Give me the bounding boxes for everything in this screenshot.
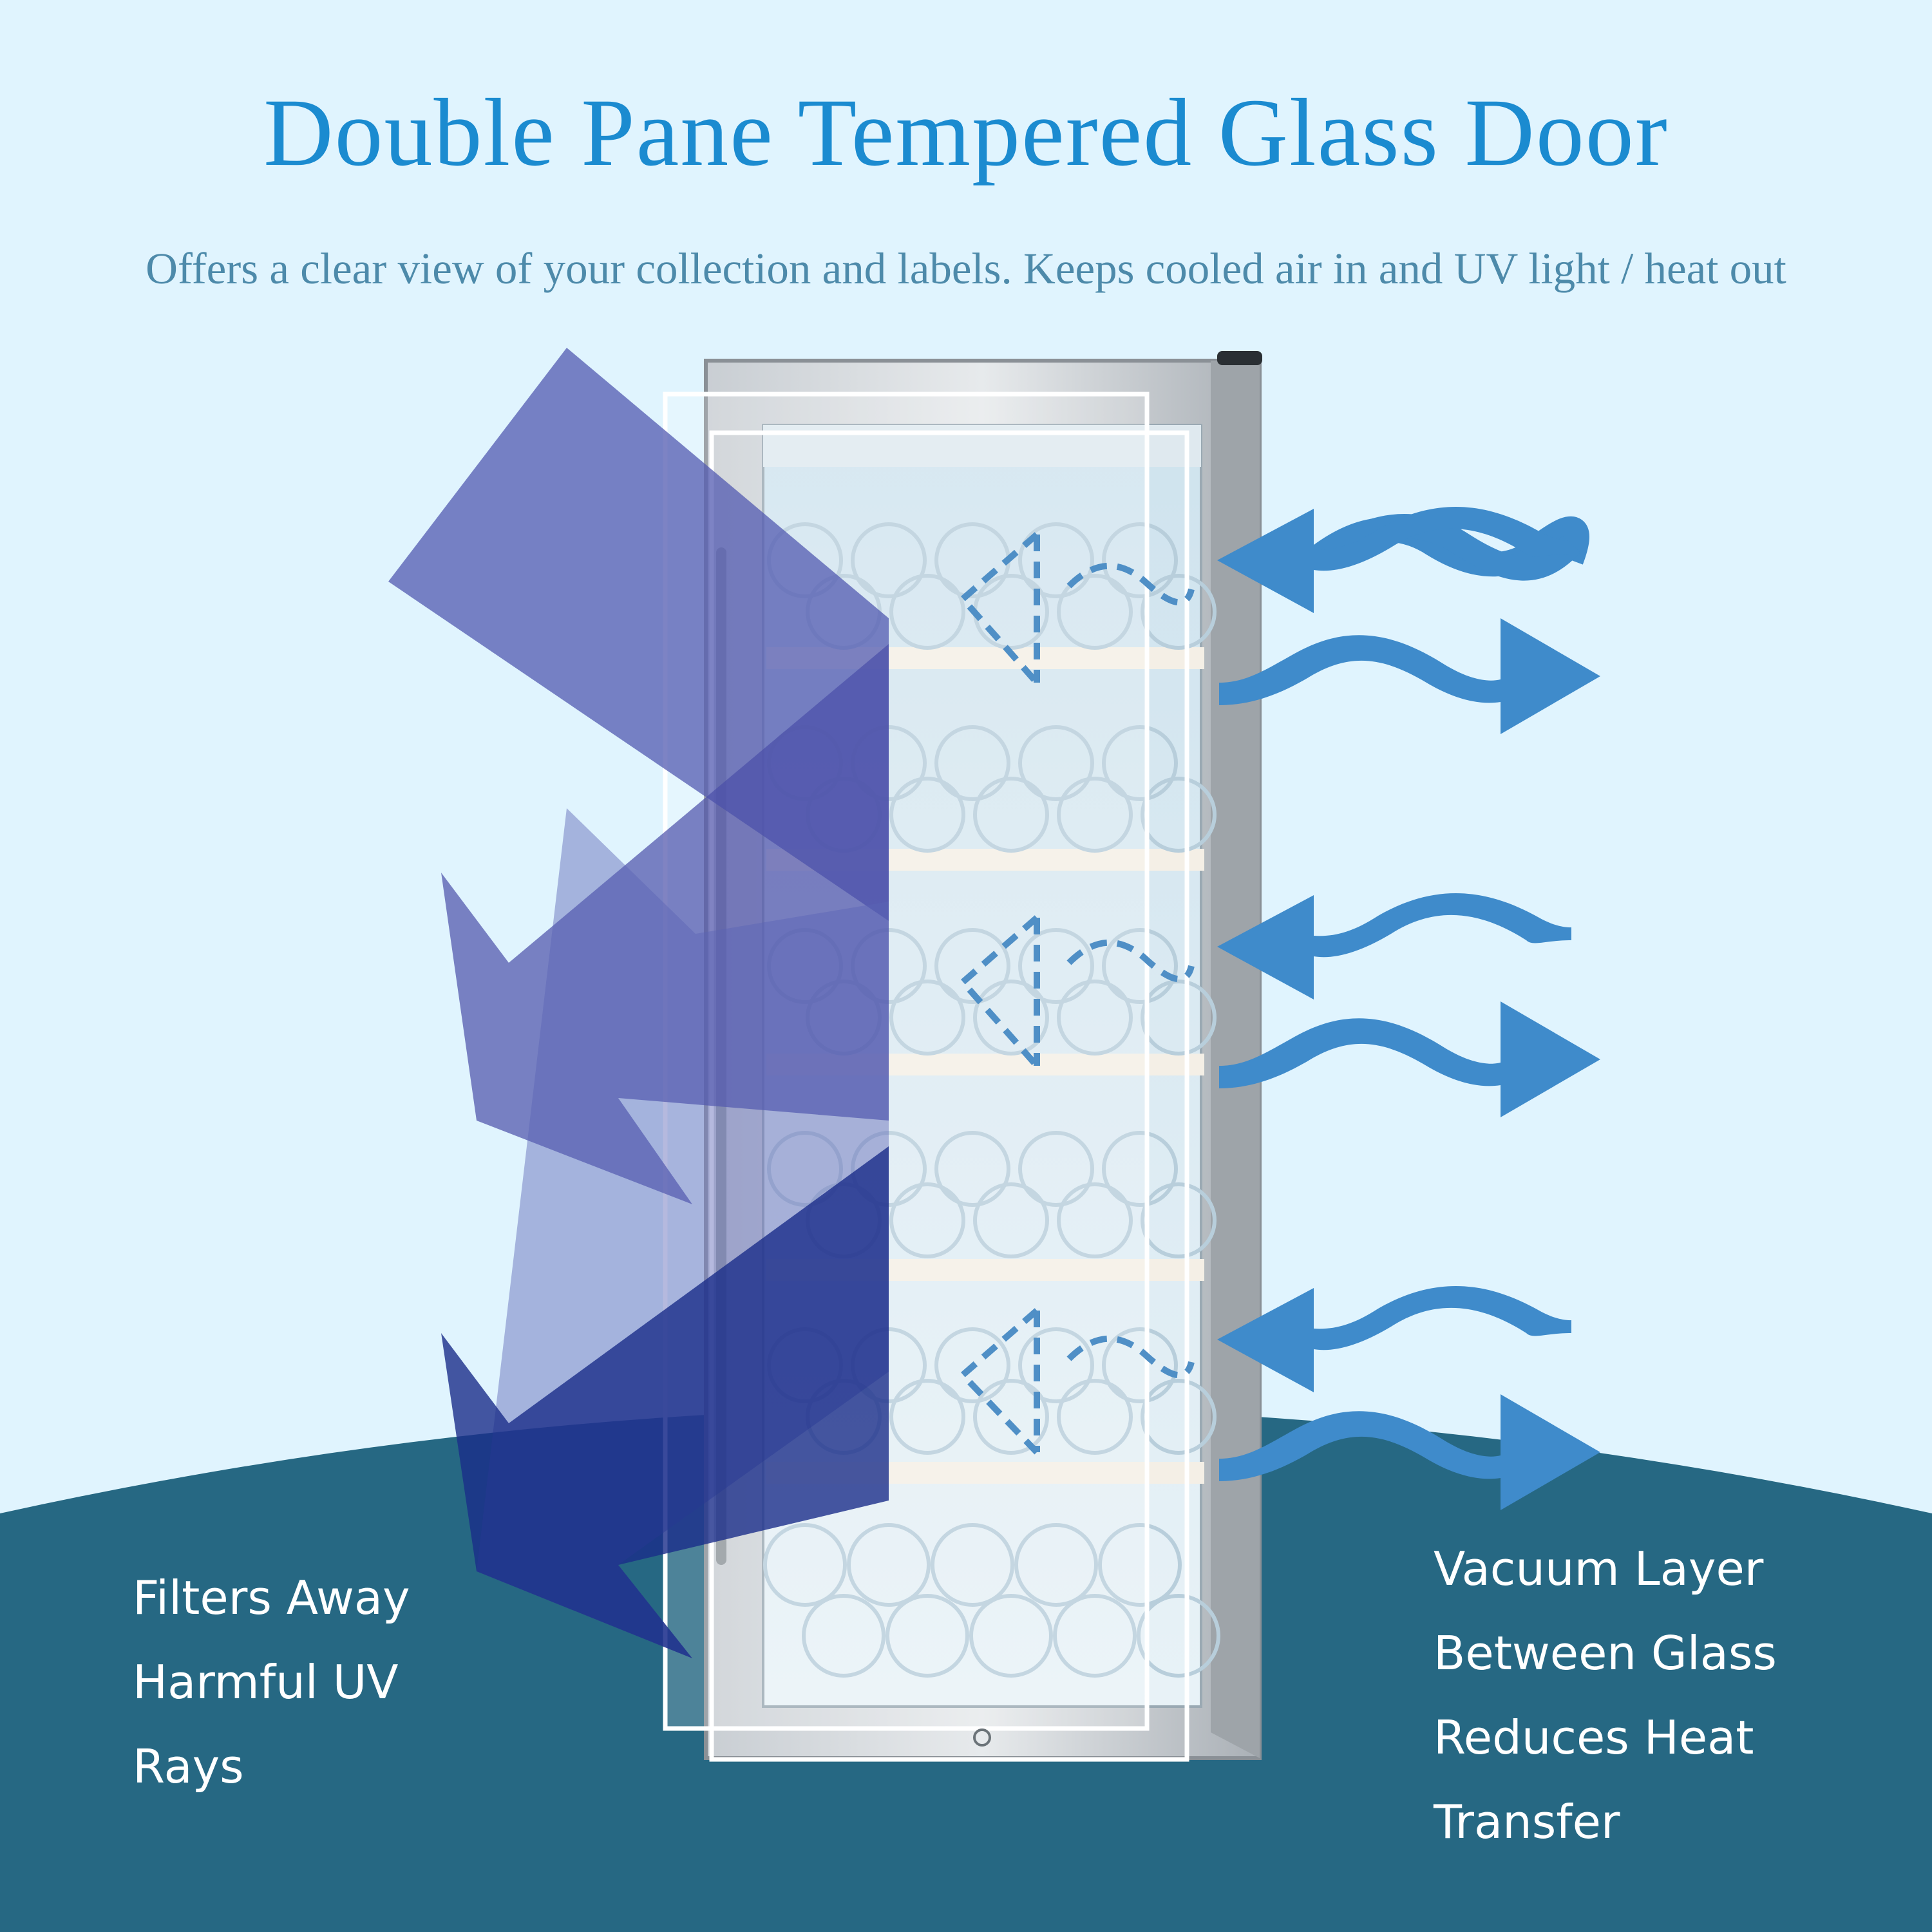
uv-ray-arrow-icon	[441, 1146, 889, 1658]
heat-wave-arrow-icon	[1219, 1394, 1600, 1510]
dashed-reflection-icon	[1066, 1335, 1195, 1379]
bottle-icon	[1102, 1327, 1178, 1403]
heat-wave-arrow-icon	[1219, 618, 1600, 734]
bottle-icon	[889, 1182, 965, 1258]
door-lock-icon	[973, 1728, 991, 1747]
bottle-icon	[763, 1523, 847, 1607]
heat-wave-arrows	[1217, 506, 1600, 1510]
heat-wave-arrow-icon	[1219, 1001, 1600, 1117]
dashed-reflection-icon	[958, 915, 1040, 1068]
bottle-icon	[889, 1379, 965, 1455]
bottle-icon	[1141, 980, 1217, 1056]
bottle-icon	[1018, 1327, 1094, 1403]
bottle-icon	[889, 980, 965, 1056]
vacuum-caption: Vacuum Layer Between Glass Reduces Heat …	[1434, 1527, 1777, 1864]
bottle-icon	[973, 1182, 1049, 1258]
bottle-icon	[1014, 1523, 1098, 1607]
dashed-reflection-icon	[958, 1308, 1040, 1455]
bottle-icon	[1141, 574, 1217, 650]
fridge-hinge	[1217, 351, 1262, 365]
bottle-icon	[1018, 522, 1094, 598]
page-subtitle: Offers a clear view of your collection a…	[146, 244, 1786, 293]
heat-wave-arrow-icon	[1217, 893, 1571, 999]
vacuum-caption-line: Between Glass	[1434, 1626, 1777, 1680]
bottle-icon	[1141, 1182, 1217, 1258]
uv-caption: Filters Away Harmful UV Rays	[133, 1556, 410, 1809]
fridge-side-panel	[1211, 361, 1260, 1758]
uv-ray-arrow-group	[388, 348, 889, 1658]
bottle-icon	[1018, 1131, 1094, 1207]
uv-ray-arrow-icon	[441, 644, 889, 1204]
dashed-reflection-group	[958, 532, 1195, 1455]
bottle-icon	[1057, 574, 1133, 650]
heat-wave-group	[1306, 514, 1589, 581]
bottle-icon	[1102, 1131, 1178, 1207]
bottle-icon	[851, 522, 927, 598]
uv-caption-line: Filters Away	[133, 1571, 410, 1625]
bottle-icon	[973, 980, 1049, 1056]
bottle-icon	[973, 1379, 1049, 1455]
bottle-icon	[802, 1594, 886, 1678]
bottle-icon	[934, 928, 1010, 1004]
bottle-icon	[1053, 1594, 1137, 1678]
uv-caption-line: Harmful UV	[133, 1655, 399, 1709]
bottle-icon	[1141, 1379, 1217, 1455]
bottle-icon	[1057, 980, 1133, 1056]
page-title: Double Pane Tempered Glass Door	[263, 79, 1669, 186]
vacuum-caption-line: Transfer	[1434, 1795, 1620, 1849]
bottle-icon	[1137, 1594, 1220, 1678]
bottle-icon	[1102, 725, 1178, 801]
bottle-icon	[1057, 777, 1133, 853]
bottle-icon	[934, 1131, 1010, 1207]
bottle-icon	[1057, 1182, 1133, 1258]
bottle-icon	[973, 777, 1049, 853]
vacuum-caption-line: Vacuum Layer	[1434, 1542, 1764, 1596]
dashed-reflection-icon	[958, 532, 1040, 685]
bottle-icon	[1018, 928, 1094, 1004]
bottle-icon	[934, 1327, 1010, 1403]
heat-wave-arrow-icon	[1217, 1285, 1571, 1392]
dashed-reflection-icon	[1066, 562, 1195, 606]
bottle-icon	[969, 1594, 1053, 1678]
bottle-icon	[1141, 777, 1217, 853]
bottle-icon	[886, 1594, 969, 1678]
bottle-icon	[767, 1131, 843, 1207]
bottle-icon	[1098, 1523, 1182, 1607]
heat-wave-arrow-icon	[1217, 506, 1571, 613]
bottle-icon	[889, 777, 965, 853]
bottle-icon	[1057, 1379, 1133, 1455]
vacuum-caption-line: Reduces Heat	[1434, 1710, 1754, 1765]
bottle-icon	[1018, 725, 1094, 801]
bottle-icon	[931, 1523, 1014, 1607]
dashed-reflection-icon	[1066, 939, 1195, 983]
bottle-icon	[1102, 522, 1178, 598]
uv-caption-line: Rays	[133, 1739, 244, 1794]
bottle-icon	[889, 574, 965, 650]
heat-wave-icon	[1307, 514, 1581, 581]
bottle-icon	[1102, 928, 1178, 1004]
bottle-icon	[934, 725, 1010, 801]
bottle-icon	[847, 1523, 931, 1607]
